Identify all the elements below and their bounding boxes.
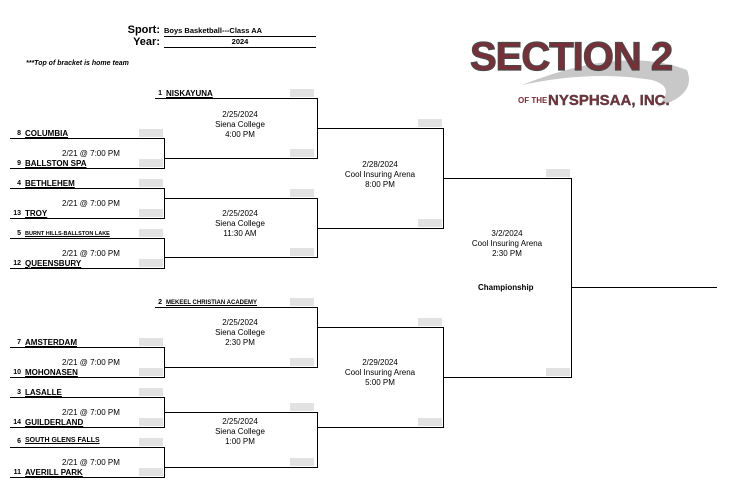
team-name: AMSTERDAM xyxy=(25,338,77,347)
team-seed: 11 xyxy=(13,469,21,476)
sport-label: Sport: xyxy=(127,24,160,36)
championship-game-info: 3/2/2024 Cool Insuring Arena 2:30 PM xyxy=(462,229,552,259)
team-seed: 10 xyxy=(13,369,21,376)
game-date: 2/25/2024 xyxy=(222,209,258,218)
team-seed: 3 xyxy=(17,389,21,396)
game-time: 1:00 PM xyxy=(225,437,255,446)
game-date: 2/29/2024 xyxy=(362,358,398,367)
team-name: AVERILL PARK xyxy=(25,468,83,477)
game-venue: Siena College xyxy=(215,328,265,337)
team-name: MOHONASEN xyxy=(25,368,78,377)
quarterfinal-game-info: 2/25/2024 Siena College 2:30 PM xyxy=(200,318,280,348)
first-round-game-info: 2/21 @ 7:00 PM xyxy=(62,199,120,208)
home-team-note: ***Top of bracket is home team xyxy=(26,60,129,67)
team-name: COLUMBIA xyxy=(25,129,69,138)
game-venue: Cool Insuring Arena xyxy=(344,368,416,377)
section-2-logo: SECTION 2 OF THE NYSPHSAA, INC. xyxy=(469,34,689,109)
game-venue: Cool Insuring Arena xyxy=(344,170,416,179)
team-seed: 4 xyxy=(17,180,21,187)
game-venue: Siena College xyxy=(215,427,265,436)
first-round-game-info: 2/21 @ 7:00 PM xyxy=(62,358,120,367)
team-name: GUILDERLAND xyxy=(25,418,84,427)
team-seed: 2 xyxy=(158,299,162,306)
logo-main-text: SECTION 2 xyxy=(470,35,672,79)
logo-sub-text: NYSPHSAA, INC. xyxy=(548,92,670,109)
team-name: MEKEEL CHRISTIAN ACADEMY xyxy=(166,300,258,306)
game-venue: Siena College xyxy=(215,120,265,129)
first-round-game-info: 2/21 @ 7:00 PM xyxy=(62,458,120,467)
team-name: TROY xyxy=(25,209,48,218)
first-round-game-info: 2/21 @ 7:00 PM xyxy=(62,149,120,158)
team-seed: 9 xyxy=(17,160,21,167)
team-name: LASALLE xyxy=(25,388,62,397)
team-name: SOUTH GLENS FALLS xyxy=(25,437,100,444)
semifinal-game-info: 2/28/2024 Cool Insuring Arena 8:00 PM xyxy=(335,160,425,190)
first-round-game-info: 2/21 @ 7:00 PM xyxy=(62,249,120,258)
quarterfinal-game-info: 2/25/2024 Siena College 1:00 PM xyxy=(200,417,280,447)
sport-value: Boys Basketball---Class AA xyxy=(164,25,316,37)
game-time: 8:00 PM xyxy=(365,180,395,189)
year-label: Year: xyxy=(133,36,160,48)
team-seed: 13 xyxy=(13,210,21,217)
team-seed: 7 xyxy=(17,339,21,346)
logo-sub-prefix: OF THE xyxy=(518,96,548,105)
game-time: 5:00 PM xyxy=(365,378,395,387)
team-name: QUEENSBURY xyxy=(25,259,82,268)
team-name: BETHLEHEM xyxy=(25,179,75,188)
team-name: BALLSTON SPA xyxy=(25,159,87,168)
first-round-game-info: 2/21 @ 7:00 PM xyxy=(62,408,120,417)
team-seed: 14 xyxy=(13,419,21,426)
team-seed: 5 xyxy=(17,230,21,237)
game-date: 2/28/2024 xyxy=(362,160,398,169)
year-value: 2024 xyxy=(164,36,316,48)
game-time: 2:30 PM xyxy=(492,249,522,258)
game-date: 2/25/2024 xyxy=(222,318,258,327)
game-time: 4:00 PM xyxy=(225,130,255,139)
semifinal-game-info: 2/29/2024 Cool Insuring Arena 5:00 PM xyxy=(335,358,425,388)
game-date: 2/25/2024 xyxy=(222,110,258,119)
team-name: BURNT HILLS-BALLSTON LAKE xyxy=(25,231,110,237)
championship-label: Championship xyxy=(478,283,534,292)
team-seed: 1 xyxy=(158,90,162,97)
team-name: NISKAYUNA xyxy=(166,89,213,98)
quarterfinal-game-info: 2/25/2024 Siena College 4:00 PM xyxy=(200,110,280,140)
game-date: 2/25/2024 xyxy=(222,417,258,426)
game-venue: Cool Insuring Arena xyxy=(471,239,543,248)
team-seed: 8 xyxy=(17,130,21,137)
game-time: 2:30 PM xyxy=(225,338,255,347)
team-seed: 6 xyxy=(17,438,21,445)
game-venue: Siena College xyxy=(215,219,265,228)
team-seed: 12 xyxy=(13,260,21,267)
game-time: 11:30 AM xyxy=(223,229,257,238)
game-date: 3/2/2024 xyxy=(491,229,523,238)
quarterfinal-game-info: 2/25/2024 Siena College 11:30 AM xyxy=(200,209,280,239)
